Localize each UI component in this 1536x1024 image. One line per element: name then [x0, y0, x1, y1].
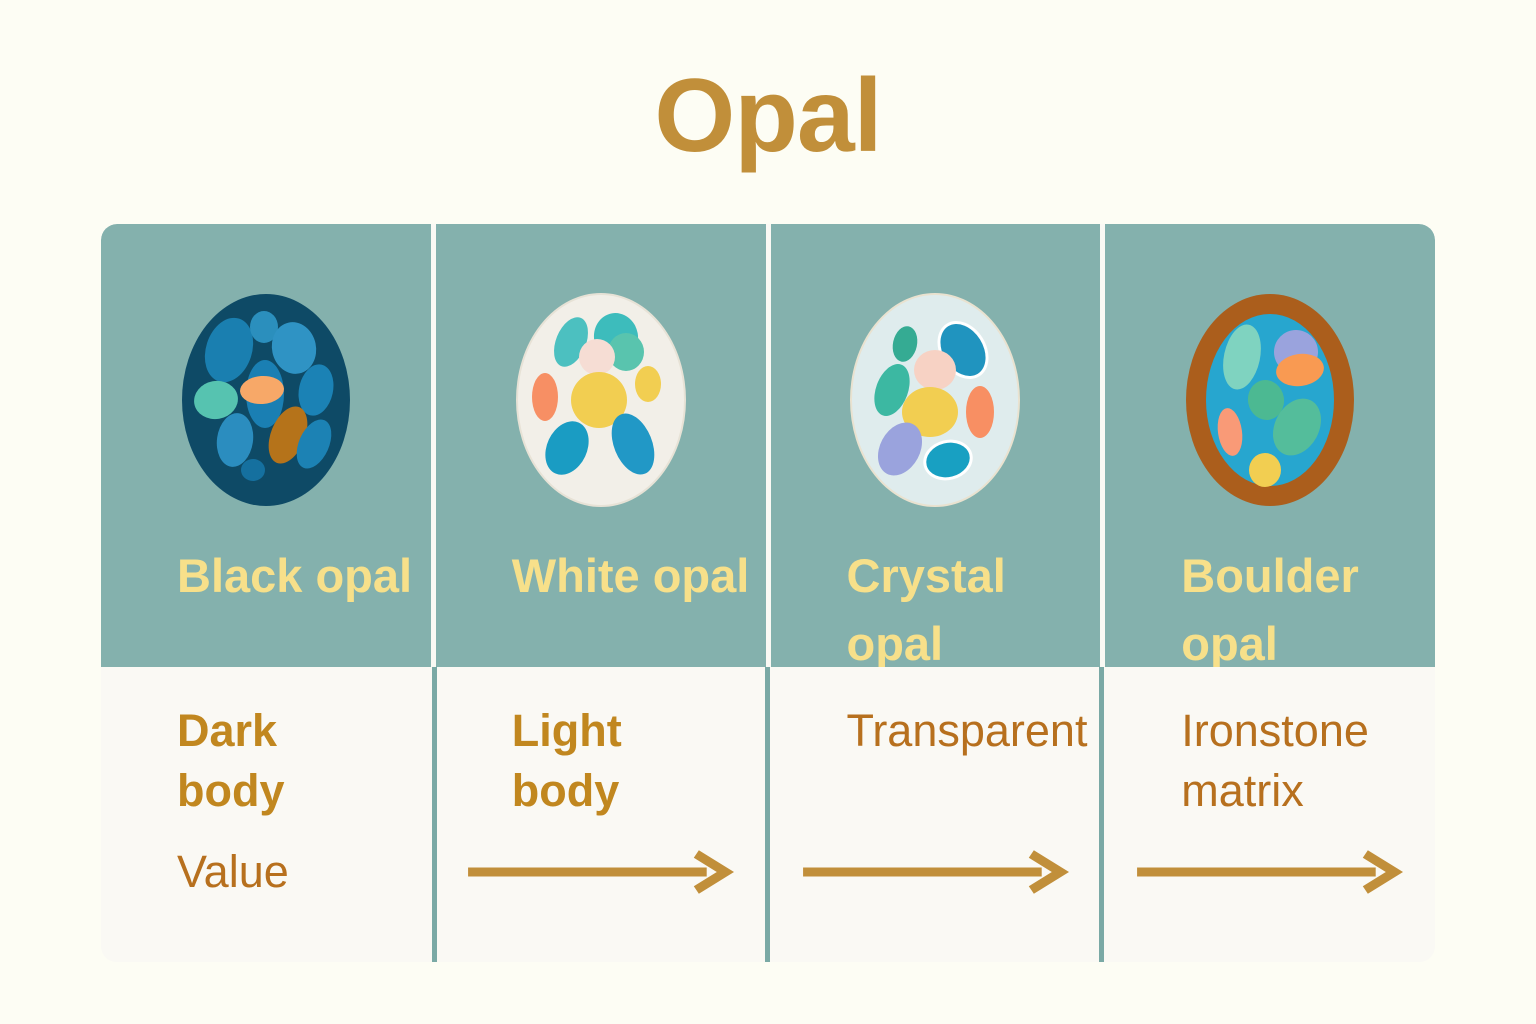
value-row-white-opal — [436, 842, 766, 902]
desc-card-black-opal: Dark body Value — [101, 667, 431, 962]
desc-text-crystal-opal: Transparent — [846, 705, 1088, 756]
description-row: Dark body Value Light body Transparent — [101, 667, 1435, 962]
desc-text-black-opal: Dark body — [177, 705, 285, 816]
comparison-table: Black opal — [101, 224, 1435, 962]
gem-card-label-white-opal: White opal — [511, 549, 750, 602]
value-arrow-boulder-opal — [1105, 850, 1435, 894]
value-row-crystal-opal — [771, 842, 1101, 902]
gem-cards-row: Black opal — [101, 224, 1435, 670]
gem-card-boulder-opal[interactable]: Boulder opal — [1105, 224, 1435, 670]
gem-card-black-opal[interactable]: Black opal — [101, 224, 431, 667]
gem-card-crystal-opal[interactable]: Crystal opal — [770, 224, 1101, 670]
crystal-opal-gem-icon — [835, 272, 1035, 520]
desc-card-crystal-opal: Transparent — [771, 667, 1101, 962]
column-divider-2 — [765, 667, 770, 962]
desc-text-white-opal: Light body — [511, 705, 622, 816]
black-opal-gem-icon — [166, 272, 366, 520]
page-title: Opal — [654, 58, 882, 174]
boulder-opal-gem-icon — [1170, 272, 1370, 520]
desc-text-boulder-opal: Ironstone matrix — [1181, 705, 1369, 816]
white-opal-gem-icon — [501, 272, 701, 520]
value-label: Value — [177, 846, 289, 897]
gem-card-white-opal[interactable]: White opal — [435, 224, 766, 667]
value-arrow-crystal-opal — [771, 850, 1101, 894]
value-row-black-opal: Value — [101, 842, 431, 902]
desc-card-white-opal: Light body — [436, 667, 766, 962]
value-row-boulder-opal — [1105, 842, 1435, 902]
gem-card-label-boulder-opal: Boulder opal — [1181, 549, 1359, 671]
column-divider-1 — [432, 667, 437, 962]
column-divider-3 — [1099, 667, 1104, 962]
desc-card-boulder-opal: Ironstone matrix — [1105, 667, 1435, 962]
value-arrow-white-opal — [436, 850, 766, 894]
gem-card-label-crystal-opal: Crystal opal — [846, 549, 1006, 671]
gem-card-label-black-opal: Black opal — [177, 549, 413, 602]
